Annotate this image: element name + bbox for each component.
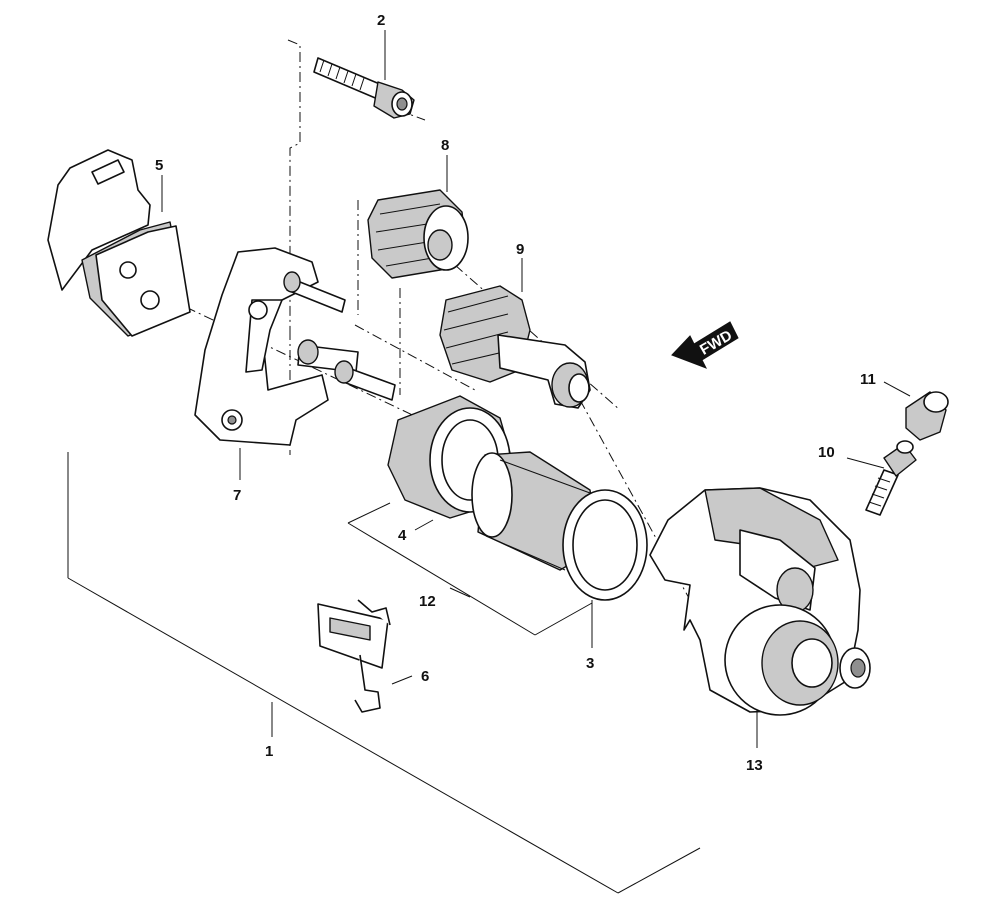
bleeder-screw-part-10 xyxy=(846,440,917,516)
callout-4: 4 xyxy=(398,527,407,544)
bleeder-cap-part-11 xyxy=(883,381,949,441)
callout-8: 8 xyxy=(441,137,449,154)
assembly-bracket-1 xyxy=(67,452,701,894)
assembly-bracket-12 xyxy=(347,502,593,636)
brake-pad-part-5 xyxy=(47,149,191,337)
clip-part-6 xyxy=(317,599,413,713)
forward-direction-arrow: FWD xyxy=(671,321,739,369)
callout-6: 6 xyxy=(421,668,429,685)
callout-13: 13 xyxy=(746,757,763,774)
seal-ring-part-3 xyxy=(562,489,648,648)
callout-11: 11 xyxy=(860,371,876,388)
callout-5: 5 xyxy=(155,157,163,174)
callout-9: 9 xyxy=(516,241,524,258)
callout-2: 2 xyxy=(377,12,385,29)
callout-1: 1 xyxy=(265,743,273,760)
boot-part-8 xyxy=(367,189,469,279)
callout-3: 3 xyxy=(586,655,594,672)
caliper-bracket-part-7 xyxy=(194,247,396,446)
pin-part-9 xyxy=(439,285,591,409)
caliper-body-part-13 xyxy=(649,487,871,748)
leader-lines xyxy=(161,30,523,531)
callout-7: 7 xyxy=(233,487,241,504)
callout-12: 12 xyxy=(419,593,436,610)
bolt-part-2 xyxy=(313,57,415,119)
callout-10: 10 xyxy=(818,444,835,461)
